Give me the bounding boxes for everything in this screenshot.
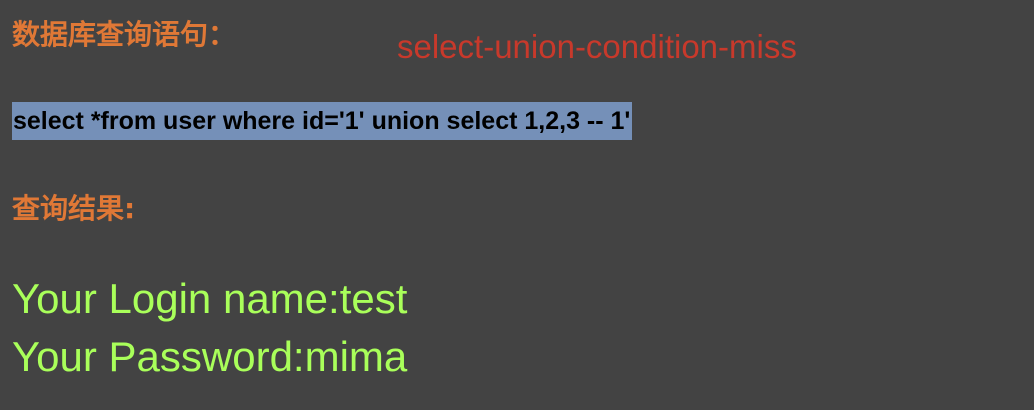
result-heading: 查询结果:: [12, 192, 136, 225]
sql-query-text[interactable]: select *from user where id='1' union sel…: [12, 102, 633, 140]
password-result: Your Password:mima: [12, 333, 408, 380]
query-heading: 数据库查询语句：: [12, 18, 237, 51]
challenge-title: select-union-condition-miss: [397, 28, 797, 65]
login-name-result: Your Login name:test: [12, 275, 408, 322]
